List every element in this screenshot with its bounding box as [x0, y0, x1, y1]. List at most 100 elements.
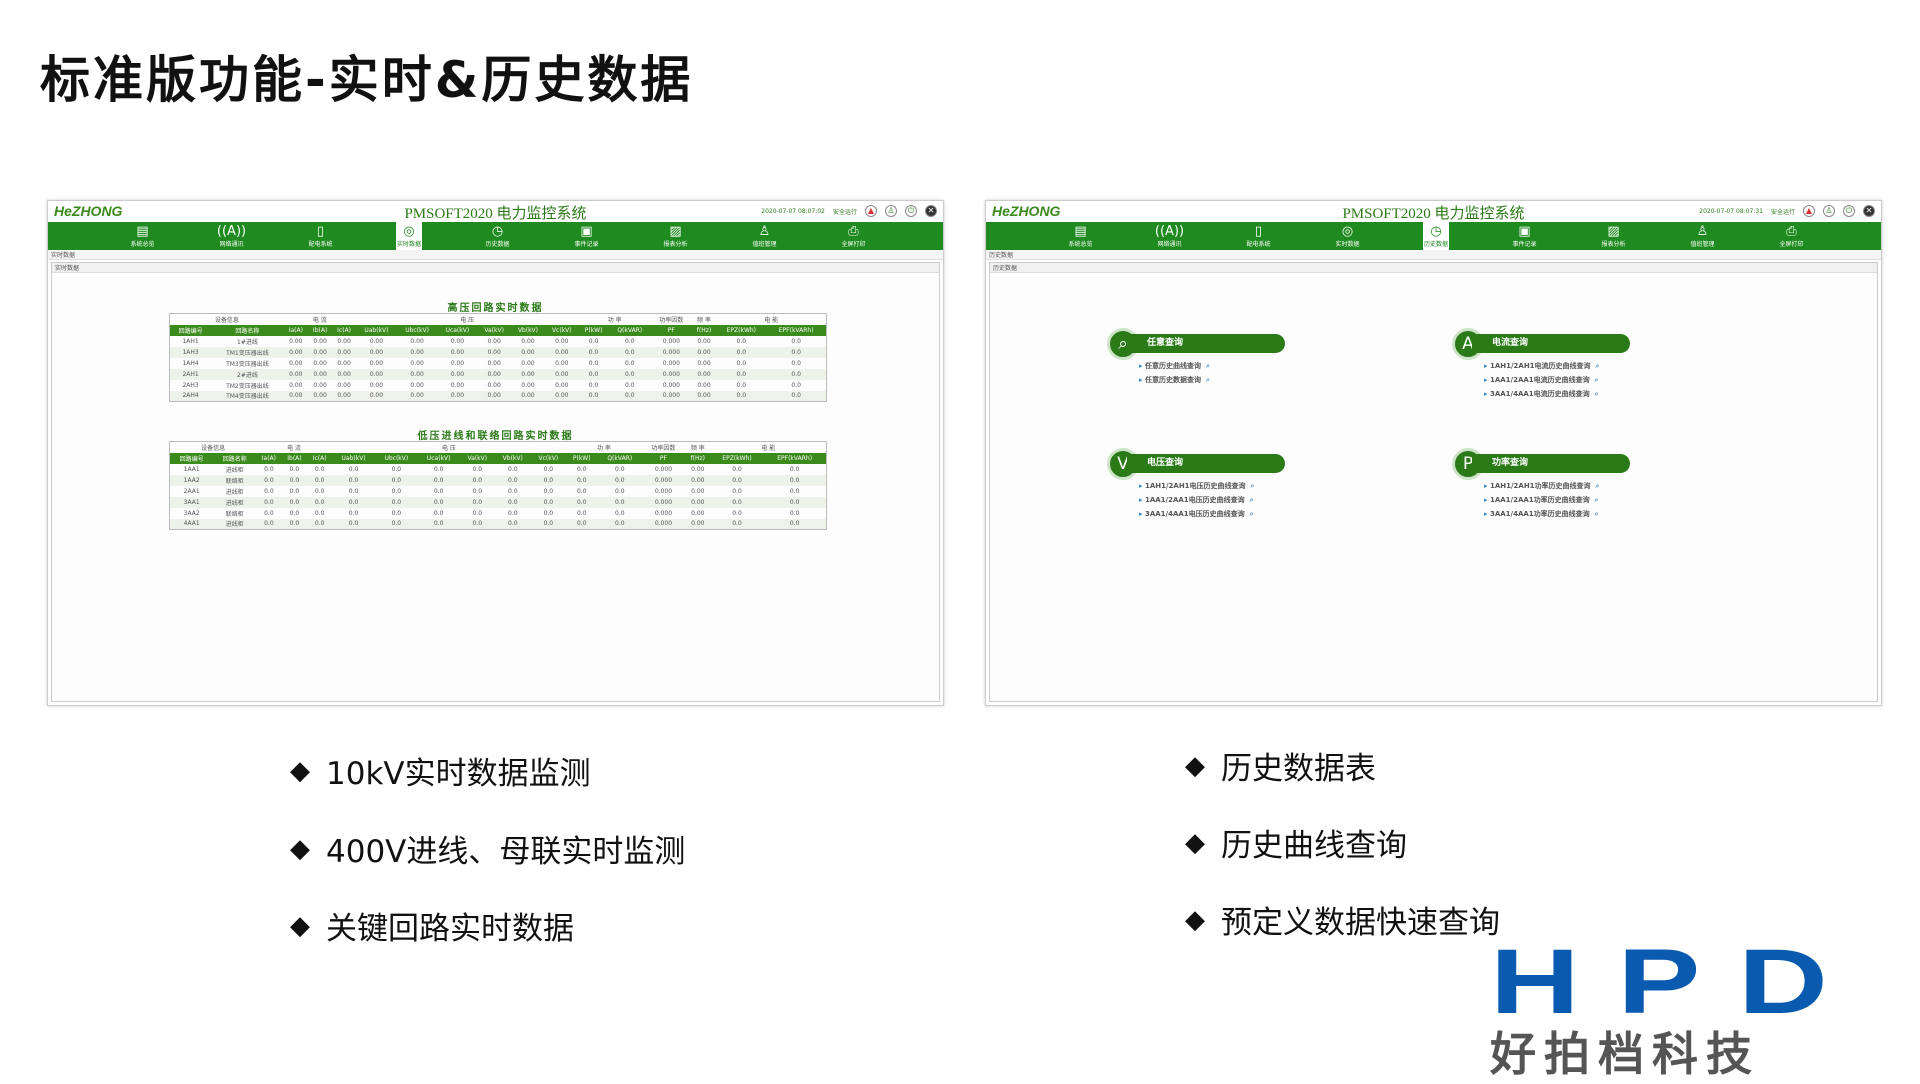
query-title[interactable]: 电流查询 — [1472, 334, 1630, 353]
user-icon[interactable]: ♙ — [1823, 205, 1835, 217]
table-cell: 0.00 — [555, 337, 569, 345]
query-link[interactable]: 任意历史曲线查询⌕ — [1139, 361, 1210, 375]
nav-item-0[interactable]: ▤系统总览 — [98, 222, 187, 250]
query-link[interactable]: 3AA1/4AA1电压历史曲线查询⌕ — [1139, 509, 1254, 523]
magnifier-icon[interactable]: ⌕ — [1205, 376, 1210, 384]
query-title[interactable]: 任意查询 — [1127, 334, 1285, 353]
table-cell: 0.00 — [510, 390, 546, 402]
nav-item-2[interactable]: ▯配电系统 — [1214, 222, 1303, 250]
table-cell: 0.00 — [337, 381, 351, 389]
table-cell: 0.000 — [650, 390, 692, 402]
magnifier-icon[interactable]: ⌕ — [1249, 496, 1254, 504]
table-cell: 0.00 — [369, 381, 384, 389]
magnifier-icon[interactable]: ⌕ — [1595, 362, 1600, 370]
bullet-right-3: ◆预定义数据快速查询 — [1185, 897, 1500, 942]
query-link[interactable]: 1AA1/2AA1功率历史曲线查询⌕ — [1484, 495, 1599, 509]
app-title: PMSOFT2020 电力监控系统 — [404, 206, 587, 222]
nav-item-3[interactable]: ◎实时数据 — [1303, 222, 1392, 250]
magnifier-icon[interactable]: ⌕ — [1205, 362, 1210, 370]
query-link[interactable]: 1AH1/2AH1功率历史曲线查询⌕ — [1484, 481, 1600, 495]
user-icon[interactable]: ♙ — [885, 205, 897, 217]
close-icon[interactable]: ✕ — [925, 205, 937, 217]
nav-item-6[interactable]: ▨报表分析 — [631, 222, 720, 250]
query-title[interactable]: 功率查询 — [1472, 454, 1630, 473]
nav-item-5[interactable]: ▣事件记录 — [542, 222, 631, 250]
table-cell: 1AH1 — [182, 337, 199, 345]
magnifier-icon[interactable]: ⌕ — [1594, 376, 1599, 384]
table-cell: 2AA1 — [183, 487, 200, 495]
nav-icon: ▯ — [1254, 224, 1263, 239]
query-link[interactable]: 3AA1/4AA1功率历史曲线查询⌕ — [1484, 509, 1599, 523]
magnifier-icon[interactable]: ⌕ — [1594, 510, 1599, 518]
nav-item-4[interactable]: ◷历史数据 — [1423, 222, 1449, 250]
nav-item-1[interactable]: ((A))网络通讯 — [187, 222, 276, 250]
nav-label: 系统总览 — [130, 241, 155, 248]
nav-icon: ◷ — [1430, 224, 1442, 239]
alarm-icon[interactable]: ▲ — [865, 205, 877, 217]
nav-item-5[interactable]: ▣事件记录 — [1480, 222, 1569, 250]
power-icon[interactable]: ⏻ — [1843, 205, 1855, 217]
nav-item-4[interactable]: ◷历史数据 — [453, 222, 542, 250]
query-link[interactable]: 1AH1/2AH1电流历史曲线查询 ⌕ — [1484, 361, 1600, 375]
query-link[interactable]: 任意历史数据查询⌕ — [1139, 375, 1210, 389]
table-cell: 0.0 — [375, 518, 418, 530]
table-cell: 0.0 — [417, 518, 460, 530]
nav-item-1[interactable]: ((A))网络通讯 — [1125, 222, 1214, 250]
table-cell: 0.000 — [654, 509, 673, 517]
bullet-left-3: ◆关键回路实时数据 — [290, 903, 574, 948]
query-link[interactable]: 1AA1/2AA1电压历史曲线查询⌕ — [1139, 495, 1254, 509]
query-link[interactable]: 1AA1/2AA1电流历史曲线查询⌕ — [1484, 375, 1599, 389]
magnifier-icon[interactable]: ⌕ — [1250, 482, 1255, 490]
column-header: Ib(A) — [281, 452, 308, 464]
power-icon[interactable]: ⏻ — [905, 205, 917, 217]
nav-item-8[interactable]: ⎙全屏打印 — [809, 222, 898, 250]
content-box: 历史数据⌕任意查询任意历史曲线查询⌕任意历史数据查询⌕A电流查询1AH1/2AH… — [989, 262, 1878, 702]
table-cell: 0.0 — [716, 346, 767, 358]
nav-label: 值班管理 — [752, 241, 777, 248]
nav-item-8[interactable]: ⎙全屏打印 — [1747, 222, 1836, 250]
magnifier-icon[interactable]: ⌕ — [1249, 510, 1254, 518]
table-cell: 0.0 — [578, 346, 609, 358]
nav-item-3[interactable]: ◎实时数据 — [396, 222, 422, 250]
table-cell: 0.00 — [697, 381, 711, 389]
group-header: 电 压 — [460, 316, 475, 324]
close-icon[interactable]: ✕ — [1863, 205, 1875, 217]
nav-label: 全屏打印 — [1779, 241, 1804, 248]
table-cell: 0.00 — [355, 368, 397, 380]
nav-item-7[interactable]: ♙ 值班管理 — [720, 222, 809, 250]
query-link[interactable]: 1AH1/2AH1电压历史曲线查询⌕ — [1139, 481, 1255, 495]
table-cell: 0.0 — [716, 368, 767, 380]
query-link[interactable]: 3AA1/4AA1电流历史曲线查询⌕ — [1484, 389, 1599, 403]
nav-icon: ♙ — [758, 224, 771, 239]
column-header: Vb(kV) — [510, 324, 546, 336]
magnifier-icon[interactable]: ⌕ — [1594, 390, 1599, 398]
query-title[interactable]: 电压查询 — [1127, 454, 1285, 473]
query-link-label: 1AH1/2AH1电流历史曲线查询 — [1489, 362, 1591, 370]
magnifier-icon[interactable]: ⌕ — [1594, 496, 1599, 504]
alarm-icon[interactable]: ▲ — [1803, 205, 1815, 217]
table-cell: 0.000 — [662, 337, 680, 345]
nav-item-6[interactable]: ▨报表分析 — [1569, 222, 1658, 250]
nav-item-2[interactable]: ▯配电系统 — [276, 222, 365, 250]
diamond-icon: ◆ — [1185, 904, 1205, 935]
nav-item-7[interactable]: ♙值班管理 — [1658, 222, 1747, 250]
nav-label: 事件记录 — [1512, 241, 1537, 248]
magnifier-icon[interactable]: ⌕ — [1595, 482, 1600, 490]
content-box-title: 历史数据 — [990, 263, 1877, 273]
nav-item-0[interactable]: ▤系统总览 — [1036, 222, 1125, 250]
table-cell: 0.0 — [615, 487, 625, 495]
